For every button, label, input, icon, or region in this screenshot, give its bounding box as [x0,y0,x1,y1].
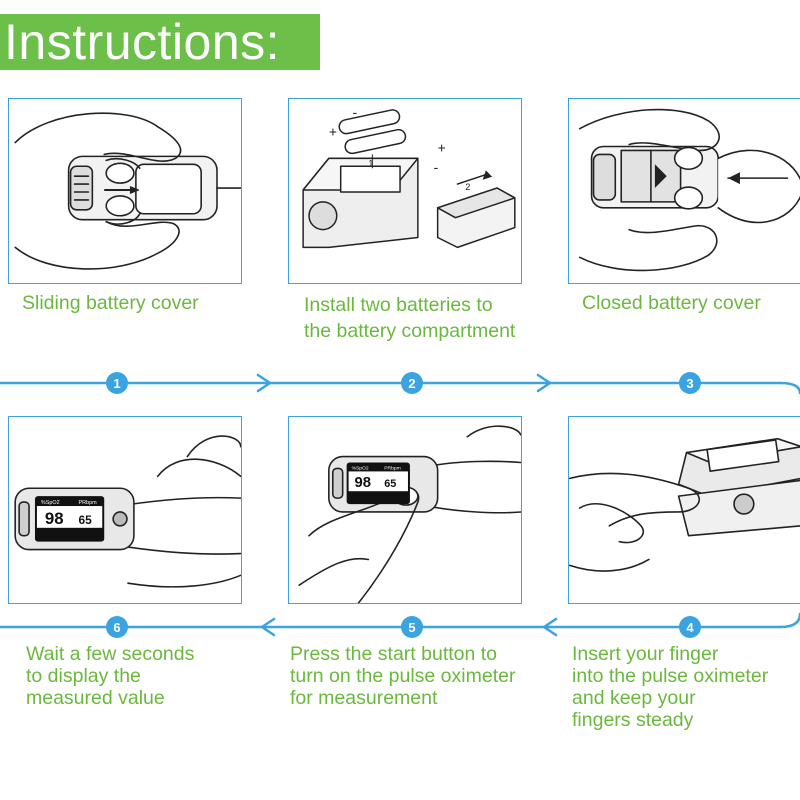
step-badge-1: 1 [106,372,128,394]
insert-finger-illustration [569,437,800,572]
step-number: 6 [113,620,120,635]
arrow-right-icon [256,373,273,393]
step-badge-4: 4 [679,616,701,638]
step-marker-2: 2 [465,182,470,192]
caption-line: the battery compartment [304,320,516,342]
caption-line: Wait a few seconds [26,643,195,665]
caption-line: Insert your finger [572,643,719,665]
spo2-value: 98 [355,475,372,491]
step-number: 1 [113,376,120,391]
spo2-label: %SpO2 [41,500,60,506]
pr-label: PRbpm [79,500,98,506]
step-2-caption: Install two batteries to the battery com… [304,292,515,344]
arrow-left-icon [541,617,558,637]
caption-line: fingers steady [572,709,694,731]
step-5-panel: %SpO2 PRbpm 98 65 [288,416,522,604]
step-marker-1: 1 [368,158,373,168]
measured-value-illustration: %SpO2 PRbpm 98 65 [14,435,241,588]
minus-sign-1: - [353,104,358,120]
caption-line: to display the [26,665,141,687]
step-2-panel: + - + - 1 2 [288,98,522,284]
spo2-label: %SpO2 [352,465,369,471]
step-number: 3 [686,376,693,391]
caption-line: Sliding battery cover [22,292,199,314]
step-4-caption: Insert your finger into the pulse oximet… [572,643,768,731]
step-number: 2 [408,376,415,391]
pr-value: 65 [79,513,93,527]
step-6-caption: Wait a few seconds to display the measur… [26,643,194,709]
caption-line: Press the start button to [290,643,498,665]
flow-turn-curve-bottom [778,612,800,629]
caption-line: for measurement [290,687,438,709]
title-banner: Instructions: [0,14,320,70]
minus-sign-2: - [434,159,439,175]
step-number: 5 [408,620,415,635]
step-number: 4 [686,620,694,635]
spo2-value: 98 [45,509,64,528]
plus-sign-2: + [438,139,446,155]
install-batteries-illustration: + - + - 1 2 [302,104,516,249]
step-1-caption: Sliding battery cover [22,292,199,314]
step-badge-2: 2 [401,372,423,394]
flow-turn-curve [778,381,800,395]
arrow-right-icon [536,373,553,393]
caption-line: into the pulse oximeter [572,665,769,687]
step-5-caption: Press the start button to turn on the pu… [290,643,515,709]
pr-value: 65 [384,478,396,490]
press-start-illustration: %SpO2 PRbpm 98 65 [298,425,521,603]
pr-label: PRbpm [384,465,400,471]
caption-line: and keep your [572,687,696,709]
step-6-panel: %SpO2 PRbpm 98 65 [8,416,242,604]
closed-cover-illustration [578,108,800,272]
step-badge-3: 3 [679,372,701,394]
caption-line: turn on the pulse oximeter [290,665,516,687]
step-4-panel [568,416,800,604]
caption-line: Closed battery cover [582,292,761,314]
step-3-caption: Closed battery cover [582,292,761,314]
arrow-left-icon [259,617,276,637]
sliding-cover-illustration [14,112,241,270]
caption-line: measured value [26,687,165,709]
step-badge-5: 5 [401,616,423,638]
step-3-panel [568,98,800,284]
step-badge-6: 6 [106,616,128,638]
caption-line: Install two batteries to [304,294,493,316]
step-1-panel [8,98,242,284]
plus-sign-1: + [329,124,337,140]
page-title: Instructions: [4,14,281,70]
